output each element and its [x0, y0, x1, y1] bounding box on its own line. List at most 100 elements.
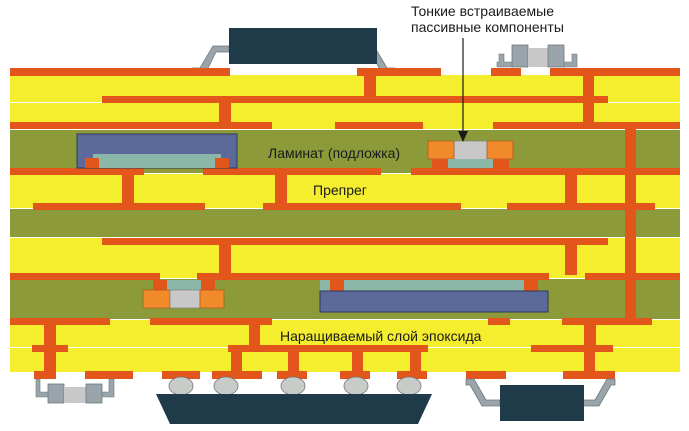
- top-die-body: [229, 28, 377, 64]
- trace: [102, 238, 608, 245]
- trace: [488, 318, 510, 325]
- trace: [197, 273, 549, 280]
- passive-cap-right: [547, 44, 565, 68]
- bottom-die-right: [465, 378, 616, 421]
- via: [44, 351, 56, 373]
- embedded-chip-bottom-right: [319, 280, 549, 313]
- passive-pad: [493, 159, 509, 168]
- trace: [491, 68, 521, 76]
- chip-bump: [330, 280, 344, 291]
- trace: [10, 122, 272, 129]
- passives-label-line1: Тонкие встраиваемые: [411, 3, 554, 19]
- trace: [357, 68, 441, 76]
- trace: [228, 345, 428, 352]
- trace: [150, 318, 272, 325]
- passive-lead-left: [496, 53, 513, 68]
- via: [231, 351, 242, 373]
- trace: [85, 371, 133, 379]
- chip-die: [93, 154, 221, 168]
- chip-bump: [85, 158, 99, 168]
- passive-body: [169, 289, 201, 309]
- trace: [531, 345, 613, 352]
- passive-underfill: [448, 159, 493, 168]
- trace: [335, 122, 423, 129]
- embedded-chip-top-left: [76, 133, 238, 169]
- chip-substrate: [319, 290, 549, 313]
- chip-die: [320, 280, 530, 292]
- via: [565, 245, 577, 275]
- buildup-label: Наращиваемый слой эпоксида: [280, 328, 482, 344]
- via: [364, 76, 376, 98]
- via: [249, 325, 260, 347]
- passives-label-line2: пассивные компоненты: [411, 19, 564, 35]
- gull-wing-lead-right: [581, 378, 616, 407]
- trace: [102, 96, 608, 103]
- via: [583, 103, 594, 124]
- trace: [507, 203, 655, 210]
- bottom-die-body: [500, 385, 584, 421]
- trace: [493, 122, 680, 129]
- passives-callout-arrow: [458, 38, 468, 142]
- via: [584, 351, 595, 373]
- trace: [10, 168, 144, 175]
- passive-underfill: [155, 280, 211, 290]
- bga-package-body: [156, 394, 432, 424]
- solder-ball: [396, 376, 422, 396]
- top-die-left: [191, 28, 396, 75]
- trace: [466, 371, 506, 379]
- chip-bump: [215, 158, 229, 168]
- embedded-passive-top: [427, 140, 514, 169]
- laminate-core-middle: [10, 209, 680, 237]
- solder-ball: [343, 376, 369, 396]
- via: [219, 103, 231, 124]
- trace: [340, 371, 370, 379]
- trace: [203, 168, 381, 175]
- passive-cap-right: [199, 289, 225, 309]
- via: [219, 245, 231, 275]
- via-through: [625, 129, 636, 321]
- via: [410, 351, 421, 373]
- passive-pad: [432, 159, 448, 168]
- passive-cap-left: [142, 289, 171, 309]
- trace: [397, 371, 427, 379]
- via: [584, 325, 596, 347]
- trace: [263, 203, 461, 210]
- gull-wing-lead-left: [465, 378, 501, 407]
- embedded-passive-bottom-left: [142, 280, 225, 309]
- laminate-label: Ламинат (подложка): [268, 145, 400, 161]
- trace: [34, 371, 56, 379]
- top-passive-right: [496, 44, 578, 68]
- via: [122, 175, 134, 205]
- passive-body: [528, 48, 548, 67]
- trace: [562, 318, 652, 325]
- prepreg-label: Препрег: [313, 182, 367, 198]
- passive-lead-right: [563, 53, 578, 68]
- vias: [44, 76, 636, 373]
- chip-bump: [524, 280, 538, 291]
- bottom-passive-left: [35, 378, 115, 404]
- trace: [10, 68, 230, 76]
- passive-lead-right: [101, 378, 115, 398]
- passive-cap-right: [85, 383, 103, 404]
- passive-pad: [201, 280, 215, 290]
- via: [565, 175, 577, 205]
- via: [288, 351, 299, 373]
- passive-pad: [153, 280, 167, 290]
- solder-ball: [280, 376, 306, 396]
- via: [352, 351, 363, 373]
- trace: [162, 371, 200, 379]
- passive-lead-left: [35, 378, 49, 398]
- trace: [33, 203, 205, 210]
- passive-cap-left: [511, 44, 529, 68]
- passive-cap-left: [47, 383, 65, 404]
- trace: [10, 273, 160, 280]
- via: [275, 175, 287, 205]
- solder-ball: [168, 376, 194, 396]
- solder-ball: [213, 376, 239, 396]
- bga-solder-balls: [168, 376, 422, 396]
- passive-cap-left: [427, 140, 455, 160]
- trace: [212, 371, 262, 379]
- passive-body: [64, 387, 86, 403]
- trace: [550, 68, 680, 76]
